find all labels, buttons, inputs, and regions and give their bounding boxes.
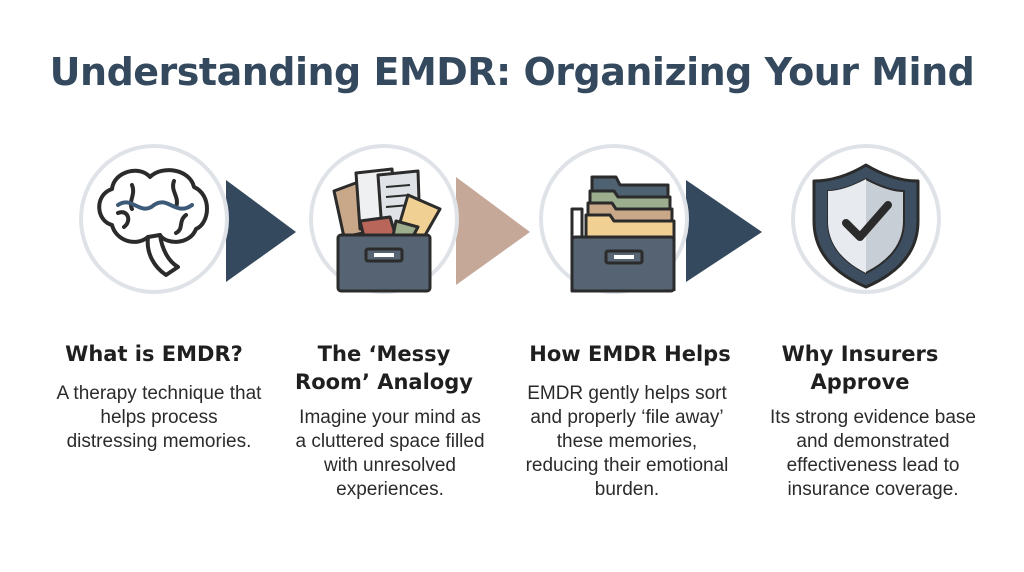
process-flow [79, 144, 941, 294]
step-heading-2: The ‘Messy Room’ Analogy [295, 342, 473, 394]
step-description-3: EMDR gently helps sort and properly ‘fil… [525, 383, 729, 500]
organized-drawer-icon [570, 175, 676, 293]
step-circle-4 [791, 144, 941, 294]
messy-drawer-icon [332, 167, 442, 293]
page-title: Understanding EMDR: Organizing Your Mind [49, 50, 975, 94]
brain-icon [97, 168, 209, 277]
step-circle-2 [309, 144, 459, 294]
step-description-1: A therapy technique that helps process d… [56, 383, 262, 452]
arrow-connector-1 [226, 180, 296, 282]
arrow-connector-3 [686, 180, 762, 282]
step-heading-4: Why Insurers Approve [781, 342, 939, 394]
shield-check-icon [812, 163, 920, 289]
step-circle-1 [79, 144, 229, 294]
arrow-connector-2 [456, 177, 530, 285]
step-heading-1: What is EMDR? [65, 342, 243, 366]
step-description-2: Imagine your mind as a cluttered space f… [295, 407, 485, 500]
step-description-4: Its strong evidence base and demonstrate… [770, 407, 976, 500]
step-circle-3 [539, 144, 689, 294]
step-heading-3: How EMDR Helps [529, 342, 731, 366]
